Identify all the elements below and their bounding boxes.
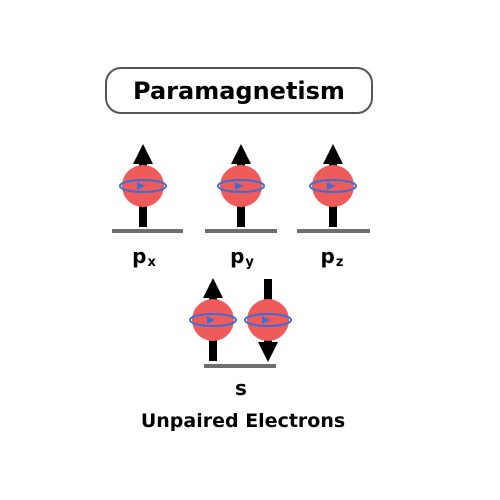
orbital-label-s: s (235, 376, 247, 400)
spin-arrow-head-s (258, 342, 278, 362)
orbit-direction-py (235, 182, 243, 190)
spin-arrow-head-px (133, 144, 153, 164)
spin-arrow-head-s (203, 278, 223, 298)
energy-level-px (112, 229, 183, 233)
energy-level-s (204, 364, 276, 368)
orbit-direction-s (262, 316, 270, 324)
orbit-direction-s (207, 316, 215, 324)
orbit-ring-s (189, 313, 237, 327)
orbital-label-pz: pz (320, 244, 344, 270)
spin-arrow-head-py (231, 144, 251, 164)
orbit-ring-px (119, 179, 167, 193)
orbit-ring-s (244, 313, 292, 327)
orbital-label-py: py (230, 244, 254, 270)
orbital-label-px: px (132, 244, 156, 270)
title-box: Paramagnetism (105, 67, 373, 114)
orbit-ring-pz (309, 179, 357, 193)
diagram-title: Paramagnetism (133, 76, 345, 105)
diagram-caption: Unpaired Electrons (140, 410, 346, 432)
energy-level-pz (297, 229, 370, 233)
energy-level-py (205, 229, 277, 233)
spin-arrow-head-pz (323, 144, 343, 164)
orbit-ring-py (217, 179, 265, 193)
orbit-direction-px (137, 182, 145, 190)
orbit-direction-pz (327, 182, 335, 190)
